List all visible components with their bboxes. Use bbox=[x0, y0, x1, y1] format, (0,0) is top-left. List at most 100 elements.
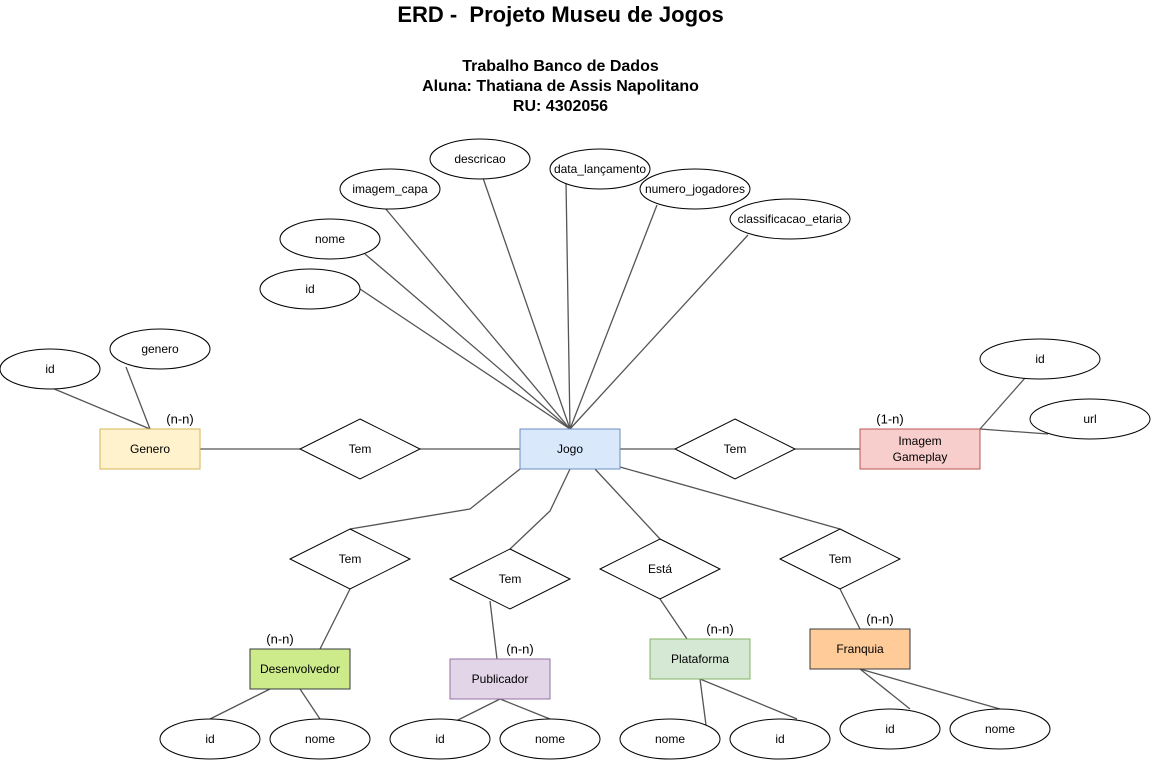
entity-plataforma[interactable]: Plataforma bbox=[649, 638, 751, 680]
subtitle-line-student: Aluna: Thatiana de Assis Napolitano bbox=[422, 78, 699, 95]
attribute-franquia-nome[interactable]: nome bbox=[949, 708, 1051, 750]
entity-genero-box bbox=[99, 428, 201, 470]
attribute-franquia-id-shape bbox=[839, 708, 941, 750]
diagram-title: ERD - Projeto Museu de Jogos bbox=[397, 2, 724, 27]
edge-desenvolvedor-nome bbox=[299, 688, 321, 720]
edge-jogo-tem-publicador bbox=[509, 468, 571, 550]
attribute-jogo-id-label: id bbox=[305, 282, 314, 296]
attribute-franquia-id[interactable]: id bbox=[839, 708, 941, 750]
attribute-publicador-nome-label: nome bbox=[535, 732, 565, 746]
attribute-imagem-url[interactable]: url bbox=[1029, 398, 1151, 440]
cardinality-desenvolvedor: (n-n) bbox=[266, 632, 293, 647]
edge-imagem-id bbox=[979, 377, 1026, 430]
edge-esta-plataforma bbox=[659, 598, 688, 640]
attribute-jogo-imagem-capa-label: imagem_capa bbox=[352, 182, 428, 196]
attribute-jogo-numero-jogadores-label: numero_jogadores bbox=[645, 182, 745, 196]
entity-jogo[interactable]: Jogo bbox=[519, 428, 621, 470]
entity-plataforma-box bbox=[649, 638, 751, 680]
entity-genero[interactable]: Genero bbox=[99, 428, 201, 470]
relationship-jogo-desenvolvedor-label: Tem bbox=[339, 552, 362, 566]
attribute-jogo-numero-jogadores-shape bbox=[639, 168, 751, 210]
attribute-jogo-imagem-capa[interactable]: imagem_capa bbox=[339, 168, 441, 210]
edge-franquia-nome bbox=[859, 668, 1001, 710]
entity-publicador[interactable]: Publicador bbox=[449, 658, 551, 700]
edge-jogo-id bbox=[359, 288, 571, 430]
attribute-publicador-id-label: id bbox=[435, 732, 444, 746]
attribute-jogo-descricao-label: descricao bbox=[454, 152, 506, 166]
edge-jogo-tem-desenvolvedor bbox=[349, 468, 521, 530]
attribute-publicador-nome[interactable]: nome bbox=[499, 718, 601, 760]
relationship-jogo-franquia[interactable]: Tem bbox=[778, 528, 902, 590]
attribute-genero-id[interactable]: id bbox=[0, 348, 101, 390]
attribute-plataforma-nome[interactable]: nome bbox=[619, 718, 721, 760]
attribute-genero-genero-shape bbox=[109, 328, 211, 370]
cardinality-genero: (n-n) bbox=[166, 412, 193, 427]
attribute-genero-id-label: id bbox=[45, 362, 54, 376]
entity-imagem-gameplay-label-2: Gameplay bbox=[893, 450, 948, 464]
attribute-desenvolvedor-id[interactable]: id bbox=[159, 718, 261, 760]
edge-tem-franquia bbox=[839, 588, 861, 630]
attribute-jogo-nome-shape bbox=[279, 218, 381, 260]
attribute-plataforma-nome-label: nome bbox=[655, 732, 685, 746]
relationship-jogo-imagem-label: Tem bbox=[724, 442, 747, 456]
relationship-jogo-franquia-label: Tem bbox=[829, 552, 852, 566]
attribute-desenvolvedor-nome[interactable]: nome bbox=[269, 718, 371, 760]
attribute-desenvolvedor-nome-shape bbox=[269, 718, 371, 760]
edge-jogo-nome bbox=[364, 253, 571, 430]
attribute-jogo-descricao-shape bbox=[429, 138, 531, 180]
edge-jogo-data-lancamento bbox=[565, 181, 571, 430]
attribute-franquia-nome-label: nome bbox=[985, 722, 1015, 736]
relationship-jogo-publicador-shape bbox=[448, 548, 572, 610]
relationship-jogo-genero[interactable]: Tem bbox=[298, 418, 422, 480]
attribute-publicador-nome-shape bbox=[499, 718, 601, 760]
edge-jogo-tem-franquia bbox=[619, 466, 841, 530]
edge-jogo-numero-jogadores bbox=[569, 204, 658, 430]
attribute-jogo-classificacao-etaria-shape bbox=[729, 198, 851, 240]
entity-publicador-label: Publicador bbox=[472, 672, 529, 686]
attribute-jogo-id[interactable]: id bbox=[259, 268, 361, 310]
attribute-desenvolvedor-id-shape bbox=[159, 718, 261, 760]
cardinality-plataforma: (n-n) bbox=[706, 622, 733, 637]
relationship-jogo-imagem[interactable]: Tem bbox=[673, 418, 797, 480]
relationship-jogo-publicador[interactable]: Tem bbox=[448, 548, 572, 610]
attribute-genero-genero[interactable]: genero bbox=[109, 328, 211, 370]
edge-franquia-id bbox=[859, 668, 911, 710]
edge-publicador-nome bbox=[499, 698, 551, 720]
attribute-publicador-id-shape bbox=[389, 718, 491, 760]
attribute-plataforma-nome-shape bbox=[619, 718, 721, 760]
edge-imagem-url bbox=[979, 428, 1049, 435]
subtitle-line-course: Trabalho Banco de Dados bbox=[462, 58, 659, 75]
relationship-jogo-franquia-shape bbox=[778, 528, 902, 590]
edge-genero-genero bbox=[125, 366, 151, 430]
entity-plataforma-label: Plataforma bbox=[671, 652, 729, 666]
edge-tem-desenvolvedor bbox=[319, 588, 351, 650]
attribute-jogo-descricao[interactable]: descricao bbox=[429, 138, 531, 180]
entity-franquia[interactable]: Franquia bbox=[809, 628, 911, 670]
entity-desenvolvedor[interactable]: Desenvolvedor bbox=[249, 648, 351, 690]
attribute-publicador-id[interactable]: id bbox=[389, 718, 491, 760]
entity-imagem-gameplay-label-1: Imagem bbox=[898, 434, 941, 448]
attribute-imagem-url-label: url bbox=[1083, 412, 1096, 426]
relationship-jogo-genero-shape bbox=[298, 418, 422, 480]
attribute-franquia-id-label: id bbox=[885, 722, 894, 736]
attribute-jogo-imagem-capa-shape bbox=[339, 168, 441, 210]
attribute-jogo-nome[interactable]: nome bbox=[279, 218, 381, 260]
attribute-jogo-classificacao-etaria[interactable]: classificacao_etaria bbox=[729, 198, 851, 240]
relationship-jogo-plataforma[interactable]: Está bbox=[598, 538, 722, 600]
connector-lines bbox=[51, 177, 1049, 726]
attribute-imagem-url-shape bbox=[1029, 398, 1151, 440]
edge-tem-publicador bbox=[489, 600, 498, 660]
attribute-jogo-numero-jogadores[interactable]: numero_jogadores bbox=[639, 168, 751, 210]
attribute-jogo-data-lancamento[interactable]: data_lançamento bbox=[549, 148, 651, 190]
relationship-jogo-desenvolvedor-shape bbox=[288, 528, 412, 590]
attribute-desenvolvedor-nome-label: nome bbox=[305, 732, 335, 746]
attribute-imagem-id[interactable]: id bbox=[979, 338, 1101, 380]
relationship-jogo-desenvolvedor[interactable]: Tem bbox=[288, 528, 412, 590]
attribute-franquia-nome-shape bbox=[949, 708, 1051, 750]
attribute-genero-id-shape bbox=[0, 348, 101, 390]
entity-publicador-box bbox=[449, 658, 551, 700]
cardinality-publicador: (n-n) bbox=[506, 642, 533, 657]
attribute-plataforma-id[interactable]: id bbox=[729, 718, 831, 760]
